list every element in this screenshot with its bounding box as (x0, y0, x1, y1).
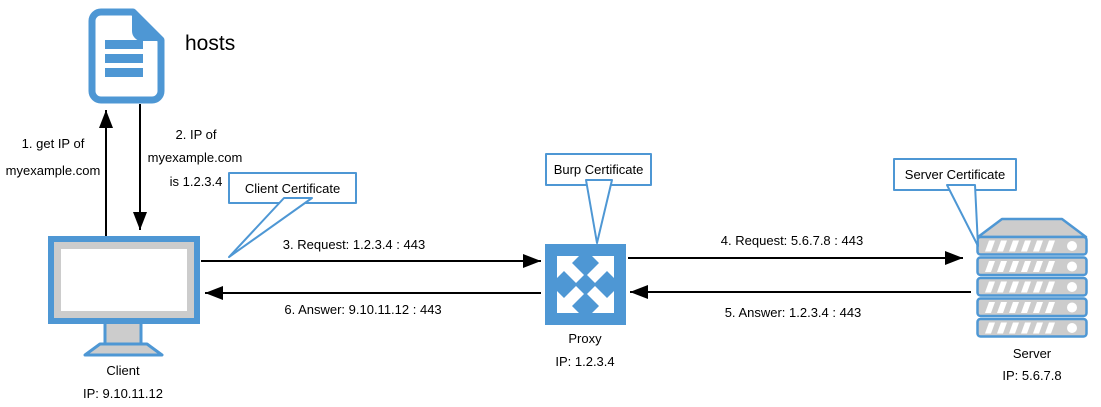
server-ip-label: IP: 5.6.7.8 (1002, 368, 1062, 383)
client-computer-icon (48, 236, 200, 358)
client-label: Client (106, 363, 140, 378)
step4-label: 4. Request: 5.6.7.8 : 443 (720, 233, 864, 248)
client-certificate-callout: Client Certificate (228, 172, 357, 204)
server-certificate-callout: Server Certificate (893, 158, 1017, 191)
server-certificate-callout-tail (946, 184, 979, 247)
step2-label-line2: myexample.com (147, 150, 243, 165)
step5-label: 5. Answer: 1.2.3.4 : 443 (724, 305, 862, 320)
step1-label-line1: 1. get IP of (21, 136, 85, 151)
burp-certificate-callout: Burp Certificate (545, 153, 652, 186)
step3-label: 3. Request: 1.2.3.4 : 443 (282, 237, 426, 252)
step1-label-line2: myexample.com (5, 163, 101, 178)
step6-label: 6. Answer: 9.10.11.12 : 443 (284, 302, 442, 317)
monitor-icon (48, 236, 200, 357)
proxy-label: Proxy (568, 331, 602, 346)
step2-label-line3: is 1.2.3.4 (169, 174, 223, 189)
step2-label-line1: 2. IP of (175, 127, 217, 142)
client-certificate-callout-label: Client Certificate (244, 180, 341, 196)
server-label: Server (1012, 346, 1052, 361)
client-ip-label: IP: 9.10.11.12 (83, 386, 163, 401)
server-stack-icon (976, 217, 1088, 338)
hosts-label: hosts (185, 32, 236, 55)
proxy-node-icon (545, 244, 626, 325)
server-certificate-callout-label: Server Certificate (904, 167, 1006, 182)
proxy-ip-label: IP: 1.2.3.4 (555, 354, 615, 369)
burp-certificate-callout-label: Burp Certificate (553, 162, 644, 177)
server-node-icon (976, 216, 1088, 340)
document-icon (88, 8, 165, 104)
proxy-crossing-arrows-icon (545, 244, 626, 325)
burp-certificate-callout-tail (585, 179, 613, 244)
hosts-file-document-icon (85, 8, 165, 104)
